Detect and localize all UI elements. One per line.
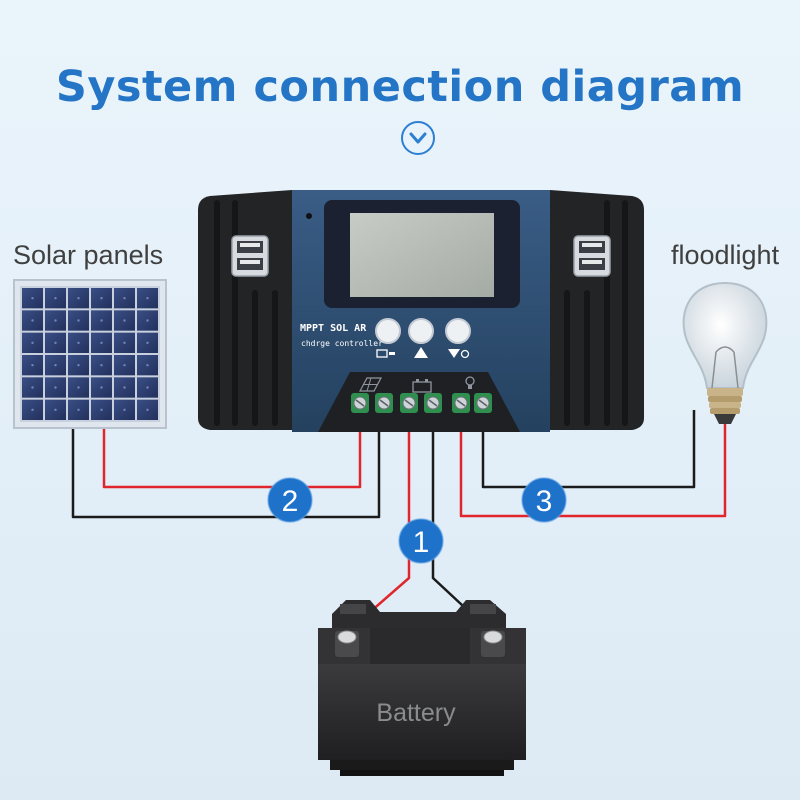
charge-controller: MPPT SOL AR chdrge controller <box>198 190 644 432</box>
solar-cell-dot <box>31 296 34 300</box>
solar-cell-dot <box>146 408 149 412</box>
usb-port-icon <box>231 235 269 277</box>
solar-cell-dot <box>100 363 103 367</box>
marker-2-number: 2 <box>282 485 299 518</box>
solar-cell-dot <box>123 363 126 367</box>
solar-cell-dot <box>31 341 34 345</box>
button-icons <box>376 347 470 359</box>
bulb-icon <box>682 281 768 424</box>
controller-buttons <box>375 318 471 344</box>
battery-label: Battery <box>376 699 456 727</box>
solar-cell-dot <box>146 386 149 389</box>
terminal-screw-slot <box>456 399 466 407</box>
solar-cell-dot <box>54 341 57 345</box>
solar-cell-dot <box>146 363 149 367</box>
controller-subtitle-text: chdrge controller <box>301 339 383 348</box>
load-positive-wire <box>459 418 727 518</box>
solar-cell-dot <box>54 363 57 367</box>
solar-panel <box>13 279 167 429</box>
terminals <box>351 393 492 413</box>
solar-cell-dot <box>31 386 34 389</box>
battery: Battery <box>318 600 526 776</box>
solar-icon <box>358 377 383 392</box>
wires <box>71 410 727 634</box>
solar-cell-dot <box>146 296 149 300</box>
marker-3: 3 <box>521 477 567 523</box>
marker-2: 2 <box>267 477 313 523</box>
solar-cell-dot <box>100 319 103 322</box>
solar-cell-dot <box>31 363 34 367</box>
solar-cell-dot <box>123 341 126 345</box>
solar-cell-dot <box>54 386 57 389</box>
solar-cell-dot <box>31 408 34 412</box>
controller-model-text: MPPT SOL AR <box>300 323 367 334</box>
solar-cell-dot <box>77 341 80 345</box>
solar-panels-label: Solar panels <box>13 240 164 270</box>
terminal-screw-slot <box>355 399 365 407</box>
terminal-screw-slot <box>478 399 488 407</box>
solar-cell-dot <box>77 319 80 322</box>
solar-cell-dot <box>54 296 57 300</box>
diagram-title: System connection diagram <box>55 62 745 112</box>
solar-cell-dot <box>31 319 34 322</box>
solar-cell-dot <box>123 296 126 300</box>
terminal-screw-slot <box>379 399 389 407</box>
marker-1-number: 1 <box>413 526 430 559</box>
solar-cell-dot <box>123 408 126 412</box>
solar-cell-dot <box>123 319 126 322</box>
terminal-screw-slot <box>404 399 414 407</box>
battery-icon <box>412 379 432 393</box>
load-icon <box>465 376 475 389</box>
floodlight-label: floodlight <box>671 240 780 270</box>
solar-cell-dot <box>77 363 80 367</box>
solar-positive-wire <box>102 418 362 489</box>
solar-negative-wire <box>71 418 381 519</box>
terminal-screw-slot <box>428 399 438 407</box>
solar-cell-dot <box>100 408 103 412</box>
solar-cell-dot <box>100 296 103 300</box>
usb-port-icon <box>573 235 611 277</box>
marker-1: 1 <box>398 518 444 564</box>
solar-cell-dot <box>100 386 103 389</box>
solar-cell-dot <box>54 319 57 322</box>
solar-cell-dot <box>77 408 80 412</box>
solar-cell-dot <box>146 319 149 322</box>
solar-cell-dot <box>54 408 57 412</box>
load-negative-wire <box>481 410 696 489</box>
solar-cell-dot <box>146 341 149 345</box>
solar-cell-dot <box>123 386 126 389</box>
lcd-screen <box>350 213 494 297</box>
chevron-down-circle-icon <box>401 121 435 155</box>
solar-cell-dot <box>100 341 103 345</box>
solar-cell-dot <box>77 386 80 389</box>
solar-cell-dot <box>77 296 80 300</box>
marker-3-number: 3 <box>536 485 553 518</box>
